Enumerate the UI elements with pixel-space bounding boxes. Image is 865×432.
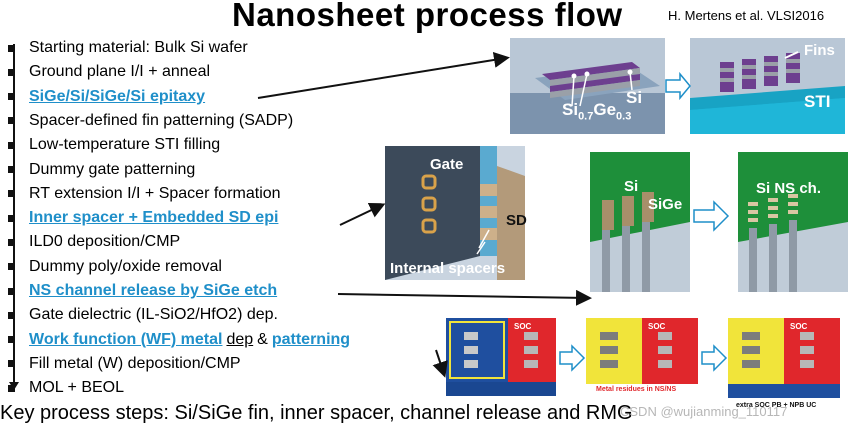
inner-spacer-figure (385, 146, 525, 280)
block-arrow-2 (693, 200, 730, 232)
sige-label: Si0.7Ge0.3 (562, 100, 632, 123)
process-step: RT extension I/I + Spacer formation (8, 182, 281, 206)
step-label: Gate dielectric (IL-SiO2/HfO2) dep. (29, 306, 278, 324)
process-step: Low-temperature STI filling (8, 133, 220, 157)
citation: H. Mertens et al. VLSI2016 (668, 8, 825, 23)
rmg-step3-figure (728, 318, 840, 398)
step-bullet-icon (8, 311, 15, 319)
step-label: Dummy gate patterning (29, 160, 196, 178)
si-label: Si (626, 88, 643, 107)
process-step: Ground plane I/I + anneal (8, 60, 210, 84)
step-label: Low-temperature STI filling (29, 136, 221, 154)
step-bullet-icon (8, 238, 15, 246)
step-bullet-icon (8, 93, 15, 101)
channel-release-before-figure (590, 152, 690, 292)
step-label: Spacer-defined fin patterning (SADP) (29, 111, 294, 129)
step-label: MOL + BEOL (29, 379, 124, 397)
rmg-step1-figure (446, 318, 556, 396)
step-bullet-icon (8, 214, 15, 222)
rmg-step2-figure (586, 318, 698, 398)
step-label: Fill metal (W) deposition/CMP (29, 354, 241, 372)
process-step: Fill metal (W) deposition/CMP (8, 352, 241, 376)
fin-sti-figure (690, 38, 845, 134)
process-step: Dummy poly/oxide removal (8, 255, 222, 279)
process-step: Dummy gate patterning (8, 158, 195, 182)
step-label: NS channel release by SiGe etch (29, 282, 278, 299)
soc-label-2: SOC (648, 322, 666, 331)
step-bullet-icon (8, 384, 15, 392)
step-label: Starting material: Bulk Si wafer (29, 39, 248, 56)
watermark: CSDN @wujianming_110117 (620, 404, 788, 419)
metal-residue-label: Metal residues in NS/NS (596, 386, 677, 393)
step-bullet-icon (8, 117, 15, 125)
step-label-suffix2: patterning (271, 330, 351, 348)
process-step: Inner spacer + Embedded SD epi (8, 206, 278, 230)
gate-label: Gate (430, 156, 464, 173)
process-step: Starting material: Bulk Si wafer (8, 36, 248, 60)
sti-label: STI (804, 92, 831, 111)
process-step: MOL + BEOL (8, 376, 124, 400)
soc-label-1: SOC (514, 322, 532, 331)
page-title: Nanosheet process flow (232, 0, 623, 33)
step-bullet-icon (8, 44, 15, 52)
sige-release-label: SiGe (648, 196, 683, 213)
step-bullet-icon (8, 360, 15, 368)
process-step: NS channel release by SiGe etch (8, 279, 277, 303)
process-step: ILD0 deposition/CMP (8, 230, 180, 254)
block-arrow-3 (559, 344, 586, 372)
fin-epitaxy-figure (510, 38, 665, 134)
step-bullet-icon (8, 336, 15, 344)
step-label: Dummy poly/oxide removal (29, 257, 222, 275)
step-bullet-icon (8, 68, 15, 76)
step-bullet-icon (8, 287, 15, 295)
step-label: Inner spacer + Embedded SD epi (29, 209, 279, 227)
si-ns-channel-label: Si NS ch. (756, 180, 822, 197)
soc-label-3: SOC (790, 322, 808, 331)
channel-release-after-figure (738, 152, 848, 292)
footer-summary: Key process steps: Si/SiGe fin, inner sp… (0, 402, 633, 424)
extra-soc-label: extra SOC PB + NPB UC (736, 402, 817, 409)
step-label-amp: & (257, 330, 268, 348)
process-step: Spacer-defined fin patterning (SADP) (8, 109, 293, 133)
step-label: Ground plane I/I + anneal (29, 63, 211, 81)
fins-label: Fins (804, 42, 835, 59)
block-arrow-1 (665, 71, 691, 101)
step-label-suffix: dep (226, 330, 254, 348)
step-bullet-icon (8, 141, 15, 149)
si-release-label: Si (624, 178, 639, 195)
step-label: RT extension I/I + Spacer formation (29, 184, 281, 202)
process-step: Gate dielectric (IL-SiO2/HfO2) dep. (8, 303, 278, 327)
step-label: SiGe/Si/SiGe/Si epitaxy (29, 87, 206, 105)
step-label: ILD0 deposition/CMP (29, 233, 181, 251)
step-bullet-icon (8, 190, 15, 198)
sd-label: SD (506, 212, 527, 229)
block-arrow-4 (701, 344, 728, 372)
process-step: SiGe/Si/SiGe/Si epitaxy (8, 85, 205, 109)
step-bullet-icon (8, 263, 15, 271)
step-label: Work function (WF) metal (29, 330, 223, 348)
step-bullet-icon (8, 166, 15, 173)
internal-spacers-label: Internal spacers (390, 260, 506, 277)
